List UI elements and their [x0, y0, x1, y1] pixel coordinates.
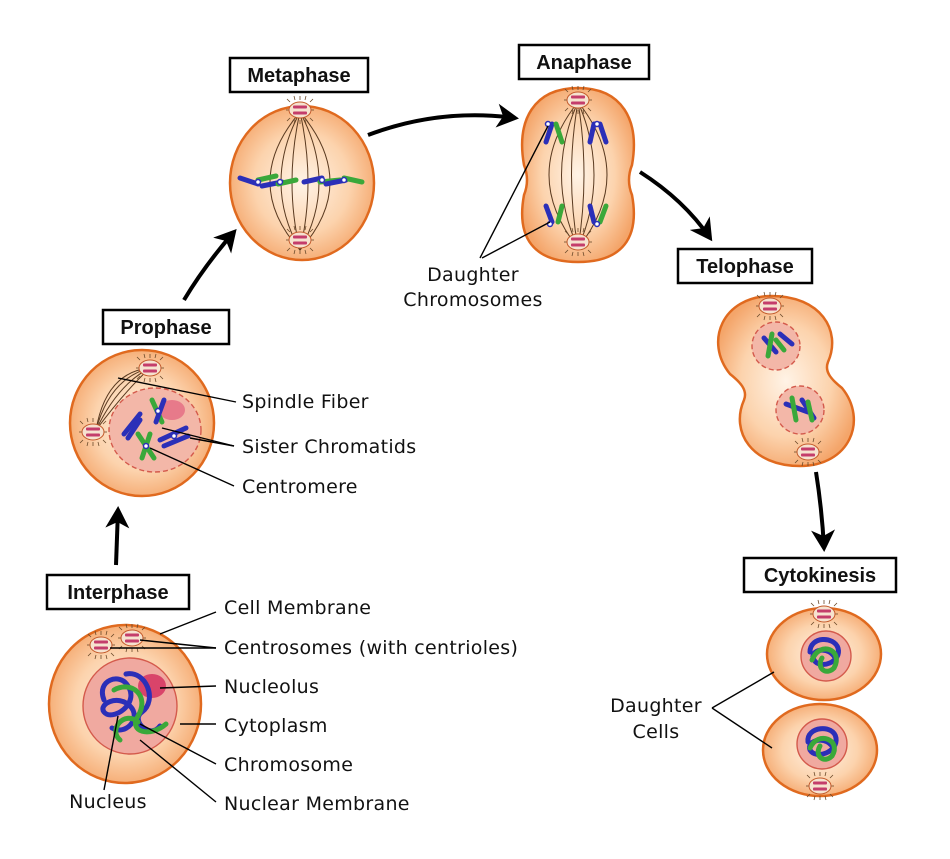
label-daughter-chromosomes-2: Chromosomes	[403, 289, 542, 311]
telophase-nucleus-top	[751, 321, 801, 371]
arrow-prophase-to-metaphase	[182, 228, 237, 302]
metaphase-cell	[228, 95, 376, 262]
prophase-title: Prophase	[120, 317, 211, 339]
label-centrosomes: Centrosomes (with centrioles)	[224, 637, 518, 659]
label-spindle-fiber: Spindle Fiber	[242, 391, 369, 413]
cytokinesis-title: Cytokinesis	[764, 565, 876, 587]
prophase-chromosomes	[121, 397, 191, 461]
label-cell-membrane: Cell Membrane	[224, 597, 371, 619]
prophase-nucleolus	[159, 400, 185, 420]
label-chromosome: Chromosome	[224, 754, 353, 776]
label-sister-chromatids: Sister Chromatids	[242, 436, 417, 458]
telophase-title: Telophase	[696, 256, 793, 278]
arrow-telophase-to-cytokinesis	[811, 471, 836, 552]
label-daughter-chromosomes-1: Daughter	[427, 264, 519, 286]
title-telophase: Telophase	[676, 247, 814, 285]
label-nuclear-membrane: Nuclear Membrane	[224, 793, 410, 815]
title-interphase: Interphase	[45, 573, 191, 611]
label-daughter-cells-1: Daughter	[610, 695, 702, 717]
arrow-interphase-to-prophase	[105, 506, 130, 566]
title-anaphase: Anaphase	[517, 43, 651, 81]
telophase-chromosomes-bottom	[783, 395, 817, 423]
telophase-chromosomes-top	[761, 331, 795, 359]
interphase-cell	[47, 623, 203, 785]
label-centromere: Centromere	[242, 476, 358, 498]
anaphase-spindle	[548, 101, 608, 249]
label-daughter-cells-2: Cells	[633, 721, 680, 743]
leader-lines	[103, 125, 775, 803]
metaphase-chromosomes	[237, 173, 365, 189]
telophase-cell	[716, 291, 856, 468]
cytokinesis-cell-top	[765, 599, 883, 702]
anaphase-title: Anaphase	[536, 52, 632, 74]
title-prophase: Prophase	[101, 308, 231, 346]
label-nucleus: Nucleus	[69, 791, 147, 813]
label-nucleolus: Nucleolus	[224, 676, 319, 698]
anaphase-chromosomes-top	[543, 120, 609, 145]
arrow-anaphase-to-telophase	[638, 170, 713, 242]
interphase-chromatin	[99, 671, 169, 743]
title-metaphase: Metaphase	[228, 56, 370, 94]
label-cytoplasm: Cytoplasm	[224, 715, 328, 737]
anaphase-cell	[520, 85, 636, 264]
prophase-cell	[68, 348, 216, 498]
metaphase-title: Metaphase	[247, 65, 350, 87]
title-cytokinesis: Cytokinesis	[742, 556, 898, 594]
arrow-metaphase-to-anaphase	[367, 103, 519, 137]
cytokinesis-cell-bottom	[761, 702, 879, 801]
interphase-title: Interphase	[67, 582, 168, 604]
